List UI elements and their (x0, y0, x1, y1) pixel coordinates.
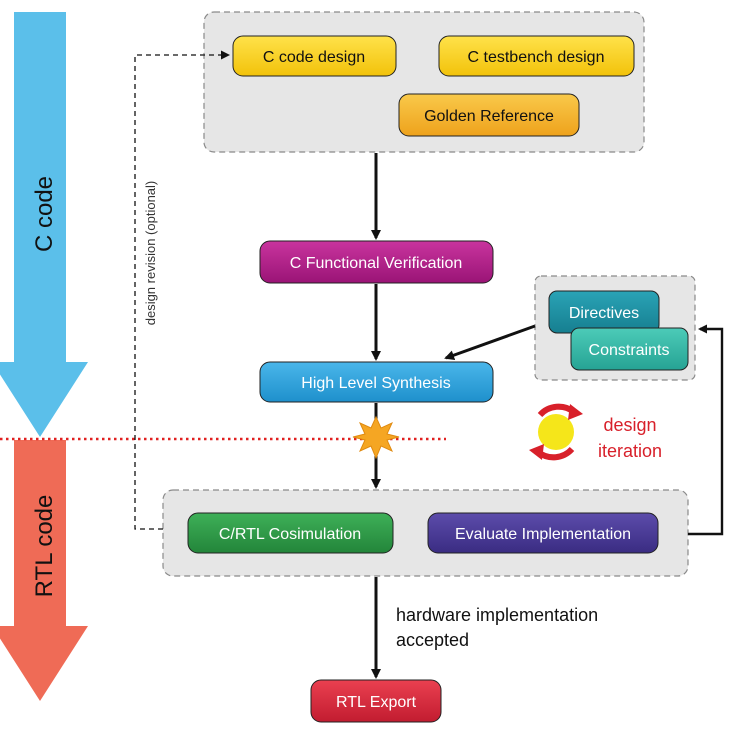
hardware-accepted-label-line1: hardware implementation (396, 605, 598, 625)
design-iteration-label-line2: iteration (598, 441, 662, 461)
directives-label: Directives (569, 305, 639, 322)
rtl-code-side-arrow: RTL code (0, 440, 88, 701)
hardware-accepted-label-line2: accepted (396, 630, 469, 650)
c-rtl-cosimulation-node[interactable]: C/RTL Cosimulation (187, 512, 394, 554)
constraints-node[interactable]: Constraints (570, 327, 689, 371)
rtl-code-label: RTL code (31, 495, 58, 598)
c-testbench-design-node[interactable]: C testbench design (438, 35, 635, 77)
directives-node[interactable]: Directives (548, 290, 660, 334)
rtl-export-label: RTL Export (336, 694, 417, 711)
design-iteration-icon (529, 403, 583, 461)
c-testbench-design-label: C testbench design (468, 49, 605, 66)
evaluate-implementation-label: Evaluate Implementation (455, 526, 631, 543)
c-rtl-cosimulation-label: C/RTL Cosimulation (219, 526, 361, 543)
c-code-label: C code (31, 176, 58, 252)
high-level-synthesis-node[interactable]: High Level Synthesis (259, 361, 494, 403)
constraints-label: Constraints (589, 342, 670, 359)
golden-reference-node[interactable]: Golden Reference (398, 93, 580, 137)
arrow-design-revision-loop (134, 50, 230, 530)
c-code-design-label: C code design (263, 49, 365, 66)
design-iteration-label-line1: design (603, 415, 656, 435)
starburst-icon (352, 415, 400, 460)
c-functional-verification-label: C Functional Verification (290, 255, 463, 272)
c-code-side-arrow: C code (0, 12, 88, 437)
arrow-directives-to-synthesis (444, 324, 536, 360)
high-level-synthesis-label: High Level Synthesis (301, 375, 450, 392)
c-functional-verification-node[interactable]: C Functional Verification (259, 240, 494, 284)
arrow-design-iteration-loop (688, 324, 724, 536)
design-revision-label: design revision (optional) (143, 181, 158, 326)
golden-reference-label: Golden Reference (424, 108, 554, 125)
rtl-export-node[interactable]: RTL Export (310, 679, 442, 723)
evaluate-implementation-node[interactable]: Evaluate Implementation (427, 512, 659, 554)
c-code-design-node[interactable]: C code design (232, 35, 397, 77)
